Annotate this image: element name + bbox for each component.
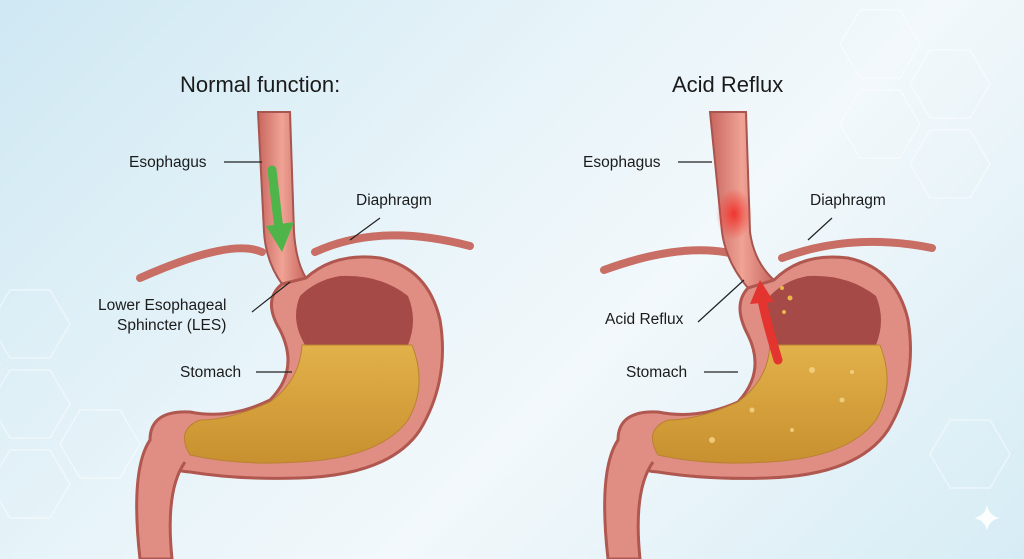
diaphragm-muscle <box>136 244 266 282</box>
diaphragm-muscle <box>311 231 474 256</box>
esophagus-tube <box>256 111 308 286</box>
stomach-contents <box>183 344 420 464</box>
normal-function-panel: Normal function: <box>98 72 474 559</box>
les-label: Lower Esophageal Sphincter (LES) <box>98 297 227 334</box>
acid-reflux-panel: Acid Reflux <box>512 0 1024 559</box>
diaphragm-label: Diaphragm <box>356 192 432 209</box>
irritation-area <box>716 188 752 240</box>
esophagus-label: Esophagus <box>129 154 207 171</box>
diaphragm-label: Diaphragm <box>810 192 886 209</box>
down-arrow-icon <box>266 165 294 252</box>
stomach-label: Stomach <box>180 364 242 381</box>
panel-title: Acid Reflux <box>672 72 784 97</box>
duodenum <box>135 439 187 559</box>
up-arrow-icon <box>750 280 783 365</box>
acid-reflux-label: Acid Reflux <box>605 311 684 328</box>
duodenum <box>603 439 655 559</box>
normal-stomach-illustration <box>135 111 474 559</box>
diaphragm-muscle <box>778 237 936 262</box>
stomach-label: Stomach <box>626 364 688 381</box>
sparkle-icon <box>974 505 1000 531</box>
esophagus-label: Esophagus <box>583 154 661 171</box>
stomach-contents <box>651 344 888 464</box>
panel-title: Normal function: <box>180 72 341 97</box>
reflux-stomach-illustration <box>600 111 936 559</box>
